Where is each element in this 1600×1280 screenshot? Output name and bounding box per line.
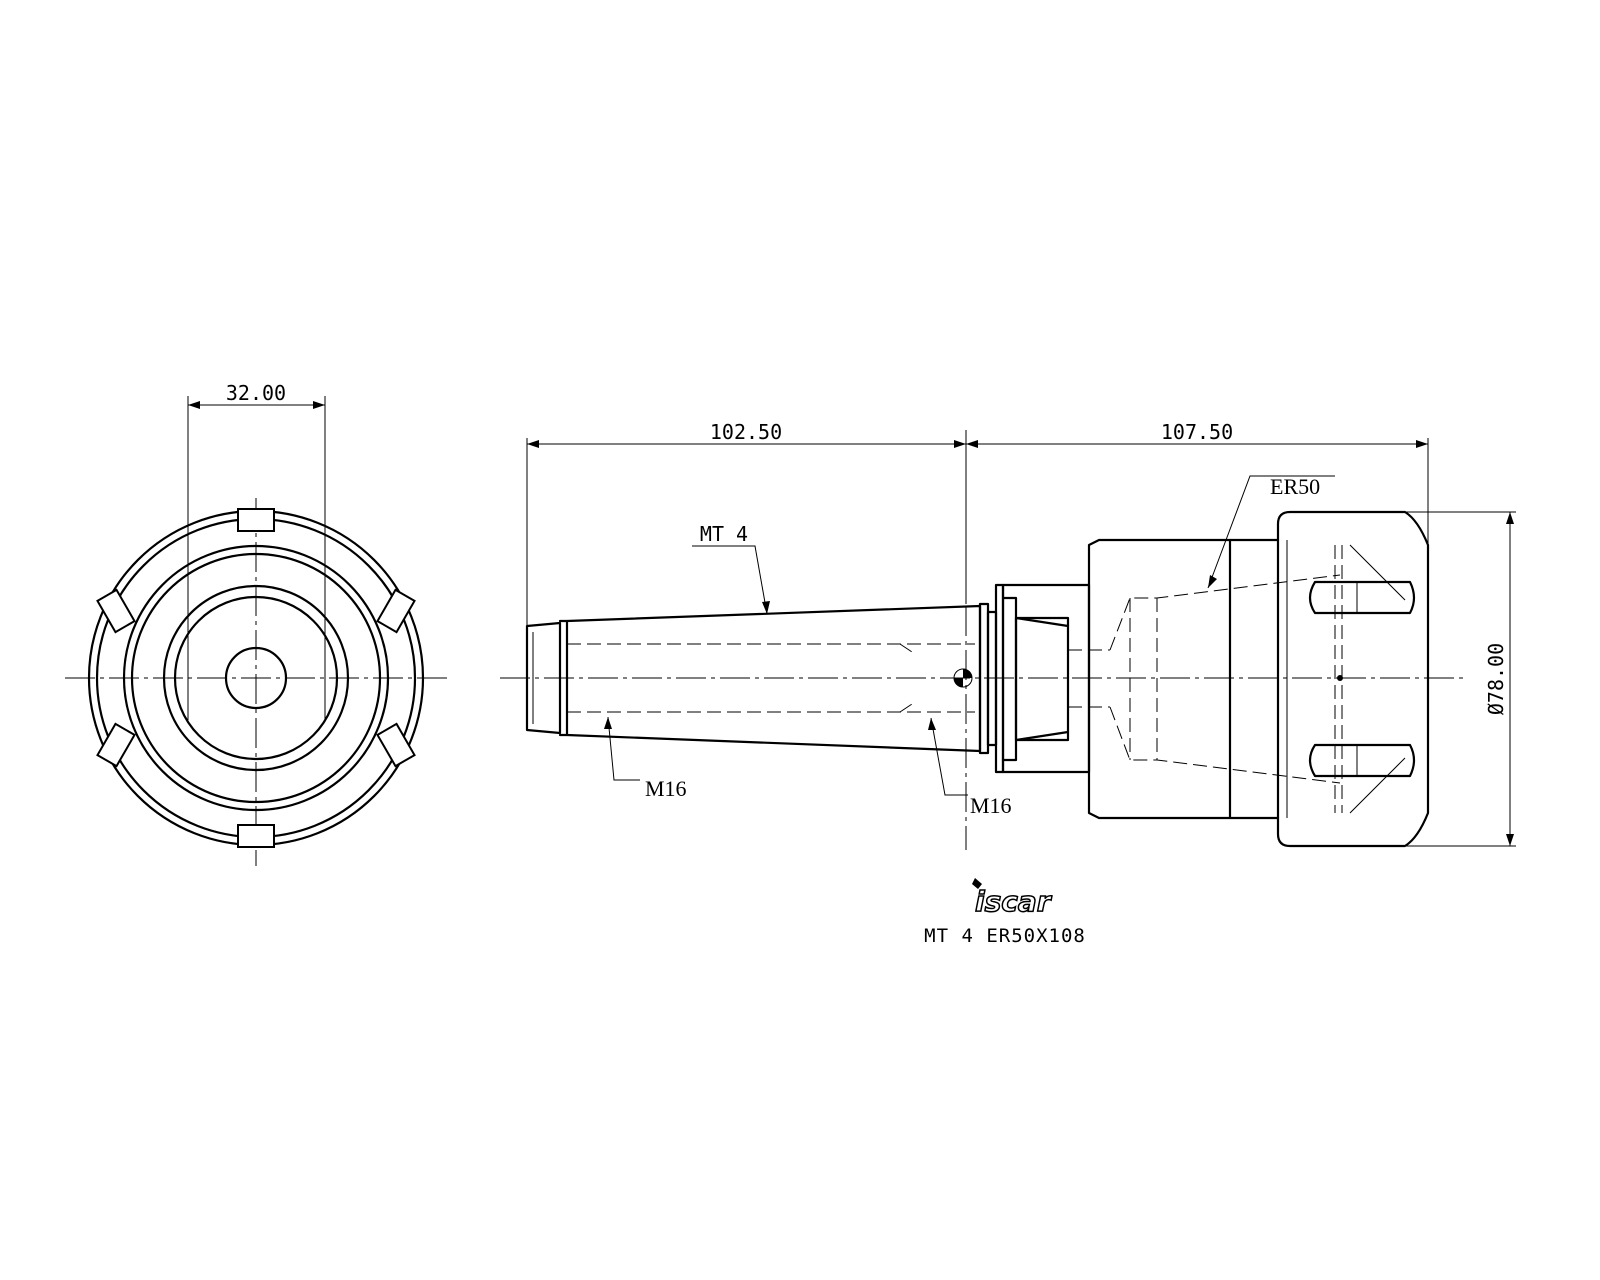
drawing-title: MT 4 ER50X108 xyxy=(924,925,1086,947)
callout-er50: ER50 xyxy=(1270,474,1320,499)
callouts: MT 4 ER50 M16 M16 xyxy=(604,474,1335,818)
end-view: 32.00 xyxy=(65,381,450,866)
dimension-diameter-78: Ø78.00 xyxy=(1484,643,1508,715)
dimension-102-50: 102.50 xyxy=(710,420,782,444)
length-dimensions: 102.50 107.50 xyxy=(526,420,1429,626)
iscar-logo: iscar xyxy=(972,878,1054,919)
dimension-32: 32.00 xyxy=(226,381,286,405)
callout-m16-rear: M16 xyxy=(645,776,687,801)
title-block: iscar MT 4 ER50X108 xyxy=(924,878,1086,947)
callout-mt4: MT 4 xyxy=(700,522,748,546)
dimension-107-50: 107.50 xyxy=(1161,420,1233,444)
nut-notches xyxy=(96,508,416,848)
svg-text:iscar: iscar xyxy=(975,885,1053,918)
callout-m16-front: M16 xyxy=(970,793,1012,818)
diameter-dimension: Ø78.00 xyxy=(1405,511,1516,847)
